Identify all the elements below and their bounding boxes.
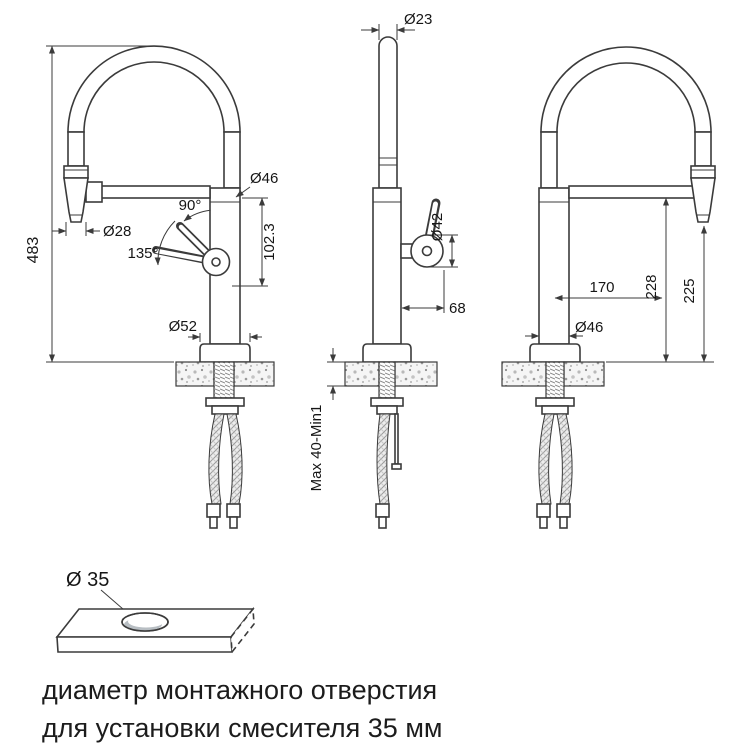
body-dia-label: Ø46 [575,319,603,336]
side-spout-column [378,36,398,189]
back-hose-tube [694,131,712,167]
side-base-flange [362,343,412,363]
back-dimensions: 170 228 225 Ø46 [525,197,714,363]
hose-tip [559,516,568,529]
back-counter-left [501,361,547,387]
front-hose-tube [67,131,85,167]
top-dia-label: Ø23 [404,11,432,28]
front-counter-left [175,361,215,387]
angle-open-label: 90° [179,197,202,214]
front-mounting-nut [211,405,239,415]
front-spray-head [63,177,89,223]
front-counter-right [233,361,275,387]
front-hose-left [208,413,225,505]
outlet-height-label: 225 [681,278,698,303]
back-view: 170 228 225 Ø46 [501,46,716,529]
back-mounting-bracket [535,397,575,407]
mounting-hole-outline [121,612,169,632]
base-dia-label: Ø52 [169,318,197,335]
front-view: 483 Ø46 Ø28 90° 135° 102.3 Ø52 [25,45,278,529]
angle-full-label: 135° [127,245,158,262]
hose-fitting [226,503,241,518]
front-handle [152,209,231,277]
front-hose-right [226,413,243,505]
hose-fitting [536,503,551,518]
back-threaded-shank [545,361,565,399]
hose-tip [229,516,238,529]
back-body-column [538,187,570,345]
technical-drawing: 483 Ø46 Ø28 90° 135° 102.3 Ø52 [25,11,716,655]
front-mounting-bracket [205,397,245,407]
front-threaded-shank [213,361,235,399]
side-threaded-shank [378,361,396,399]
mounting-hole-highlight [128,615,164,628]
caption-line-1: диаметр монтажного отверстия [42,675,438,705]
counter-slab-cut-end [230,606,255,655]
back-spray-connector [690,165,716,179]
side-hose [376,413,391,505]
lever-travel-label: 102.3 [261,223,278,261]
side-counter-right [394,361,438,387]
back-hose-left [538,413,555,505]
front-spray-connector [63,165,89,179]
back-neck-tube [540,131,558,189]
front-neck-tube [223,131,241,189]
spray-dia-label: Ø28 [103,223,131,240]
reach-label: 170 [589,279,614,296]
handle-depth-label: 68 [449,300,466,317]
hose-tip [209,516,218,529]
handle-pivot-center [211,257,221,267]
mount-thickness-label: Max 40-Min1 [308,405,325,492]
hose-tip [378,516,387,529]
side-handle-disc-center [421,245,433,257]
side-mounting-bracket [370,397,404,407]
side-body-column [372,187,402,345]
hose-tip [539,516,548,529]
side-view: Ø23 Ø42 68 Max 40-Min1 [308,11,466,529]
front-base-flange [199,343,251,363]
angle-90-arc [183,209,211,222]
front-spout-arc [67,45,241,133]
hose-fitting [206,503,221,518]
hose-fitting [375,503,390,518]
back-spray-head [690,177,716,223]
hose-fitting [556,503,571,518]
spout-dia-label: Ø46 [250,170,278,187]
back-spout-arm [568,185,696,199]
back-base-flange [529,343,581,363]
counter-slab-front [56,636,233,653]
front-spray-holder [85,181,103,203]
mounting-hole-detail: Ø 35 [55,569,255,655]
back-mounting-nut [541,405,569,415]
back-hose-right [556,413,573,505]
handle-pivot [201,247,231,277]
side-stud-nut [391,463,402,470]
side-mounting-nut [376,405,398,415]
back-counter-right [563,361,605,387]
height-dim-label: 483 [25,237,42,264]
back-spout-arc [540,46,712,133]
side-dimensions: Ø23 Ø42 68 Max 40-Min1 [308,11,466,491]
angle-135-arc [154,220,176,266]
hole-dia-label: Ø 35 [66,569,109,591]
side-counter-left [344,361,380,387]
side-mounting-stud [394,413,399,465]
arm-height-label: 228 [643,274,660,299]
handle-dia-label: Ø42 [429,213,446,241]
caption-line-2: для установки смесителя 35 мм [42,713,443,743]
spout-dia-leader [235,186,251,198]
front-dimensions: 483 Ø46 Ø28 90° 135° 102.3 Ø52 [25,45,278,363]
caption: диаметр монтажного отверстия для установ… [42,671,442,747]
